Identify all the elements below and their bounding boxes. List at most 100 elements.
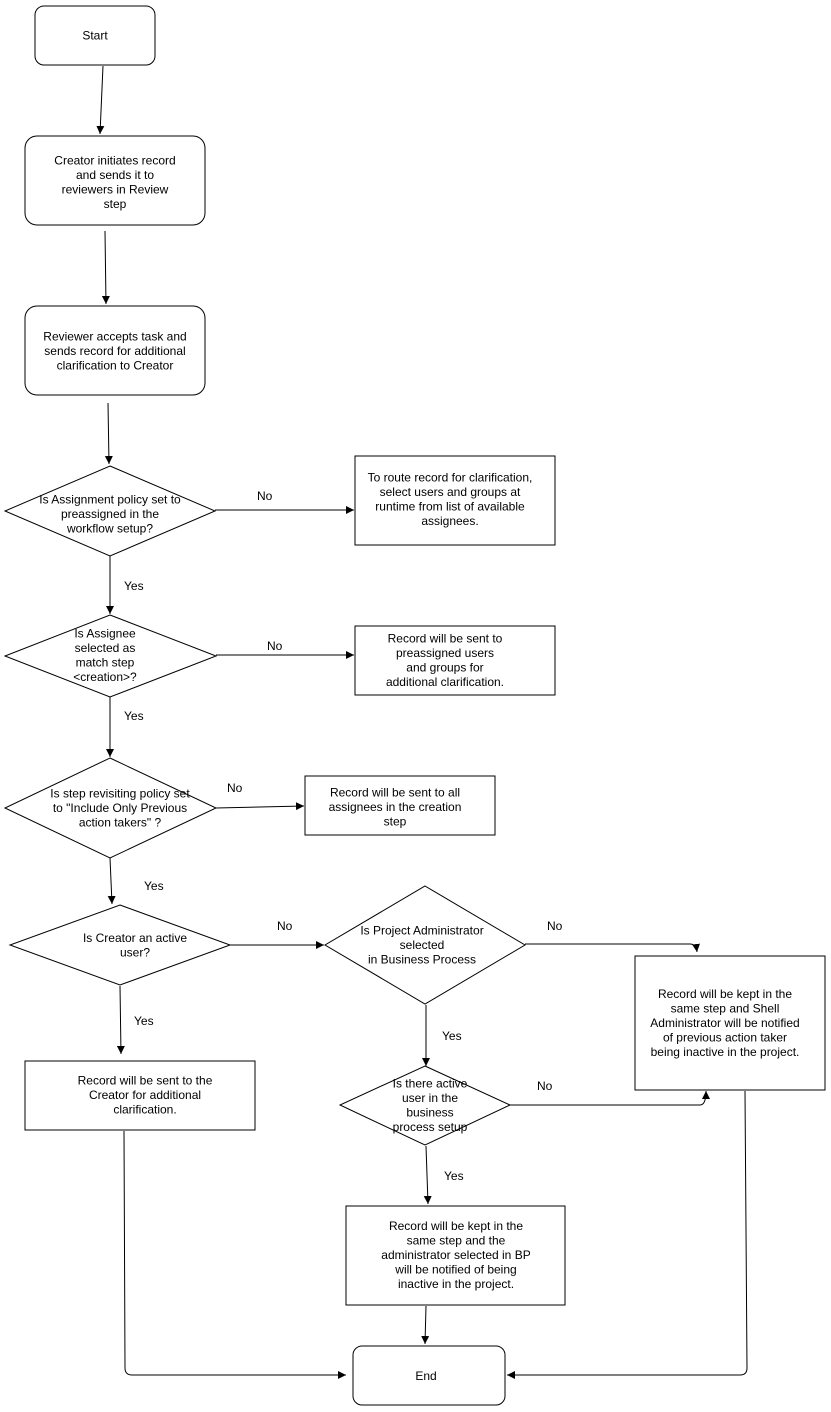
edge-shell-admin-to-end xyxy=(507,1090,748,1379)
label-line: preassigned in the xyxy=(61,507,159,521)
decision-shape xyxy=(8,904,232,986)
assignment-no-label: No xyxy=(257,489,273,503)
label-line: Start xyxy=(82,29,108,43)
edge-creator-to-reviewer xyxy=(101,230,110,305)
label-line: and sends it to xyxy=(76,168,154,182)
label-line: preassigned users xyxy=(396,646,494,660)
runtime-route-label: To route record for clarification,select… xyxy=(368,470,533,528)
label-line: Is Creator an active xyxy=(83,931,187,945)
active-user-no-label: No xyxy=(537,1079,553,1093)
node-runtime-route: To route record for clarification,select… xyxy=(354,455,556,546)
decision-shape xyxy=(3,465,217,557)
label-line: same step and Shell xyxy=(671,1002,780,1016)
label-line: business xyxy=(406,1105,453,1119)
revisiting-yes-label: Yes xyxy=(144,879,164,893)
process-shape xyxy=(634,955,826,1091)
process-shape xyxy=(354,625,556,696)
active-user-yes-label: Yes xyxy=(444,1169,464,1183)
label-line: will be notified of being xyxy=(394,1263,516,1277)
label-line: assignees. xyxy=(421,514,478,528)
edge-start-to-creator xyxy=(96,65,105,135)
edge-bp-admin-to-end xyxy=(421,1305,430,1345)
label-line: reviewers in Review xyxy=(62,182,169,196)
label-line: To route record for clarification, xyxy=(368,470,533,484)
end-label: End xyxy=(415,1369,436,1383)
label-line: same step and the xyxy=(407,1234,506,1248)
label-line: select users and groups at xyxy=(380,485,521,499)
edge-creator-yes xyxy=(116,985,125,1055)
assignment-yes-label: Yes xyxy=(124,579,144,593)
edge-sent-creator-to-end xyxy=(123,1130,346,1379)
edge-reviewer-to-assignment xyxy=(104,402,113,465)
edge-active-user-no xyxy=(510,1090,710,1106)
process-shape xyxy=(24,135,206,226)
label-line: Record will be kept in the xyxy=(658,987,792,1001)
revisiting-no-label: No xyxy=(227,781,243,795)
terminal-shape xyxy=(352,1345,506,1406)
process-shape xyxy=(354,455,556,546)
label-line: step xyxy=(104,197,127,211)
label-line: being inactive in the project. xyxy=(651,1045,800,1059)
label-line: Record will be sent to the xyxy=(78,1074,213,1088)
label-line: process setup xyxy=(393,1120,468,1134)
label-line: sends record for additional xyxy=(44,344,185,358)
label-line: Record will be kept in the xyxy=(389,1219,523,1233)
label-line: Administrator will be notified xyxy=(650,1016,799,1030)
label-line: End xyxy=(415,1369,436,1383)
project-admin-no-label: No xyxy=(547,919,563,933)
start-label: Start xyxy=(82,29,108,43)
label-line: workflow setup? xyxy=(66,522,153,536)
label-line: runtime from list of available xyxy=(375,499,525,513)
assignee-yes-label: Yes xyxy=(124,709,144,723)
node-start: Start xyxy=(34,5,156,66)
label-line: additional clarification. xyxy=(386,675,504,689)
label-line: clarification to Creator xyxy=(57,359,174,373)
edge-project-admin-no xyxy=(525,943,700,953)
process-shape xyxy=(24,305,206,396)
label-line: Record will be sent to all xyxy=(330,786,460,800)
label-line: user? xyxy=(120,945,150,959)
process-shape xyxy=(345,1205,566,1306)
label-line: Record will be sent to xyxy=(388,631,503,645)
decision-shape xyxy=(338,1065,512,1146)
label-line: Is there active xyxy=(393,1076,468,1090)
label-line: Is step revisiting policy set xyxy=(50,787,190,801)
label-line: assignees in the creation xyxy=(329,800,462,814)
label-line: action takers" ? xyxy=(79,816,162,830)
edge-active-user-yes xyxy=(423,1145,432,1205)
label-line: match step xyxy=(76,655,135,669)
label-line: Is Project Administrator xyxy=(360,924,483,938)
label-line: step xyxy=(384,815,407,829)
process-shape xyxy=(24,1060,256,1131)
edges xyxy=(96,65,748,1379)
project-admin-yes-label: Yes xyxy=(442,1029,462,1043)
label-line: in Business Process xyxy=(368,953,476,967)
process-shape xyxy=(304,775,496,836)
label-line: clarification. xyxy=(113,1103,176,1117)
